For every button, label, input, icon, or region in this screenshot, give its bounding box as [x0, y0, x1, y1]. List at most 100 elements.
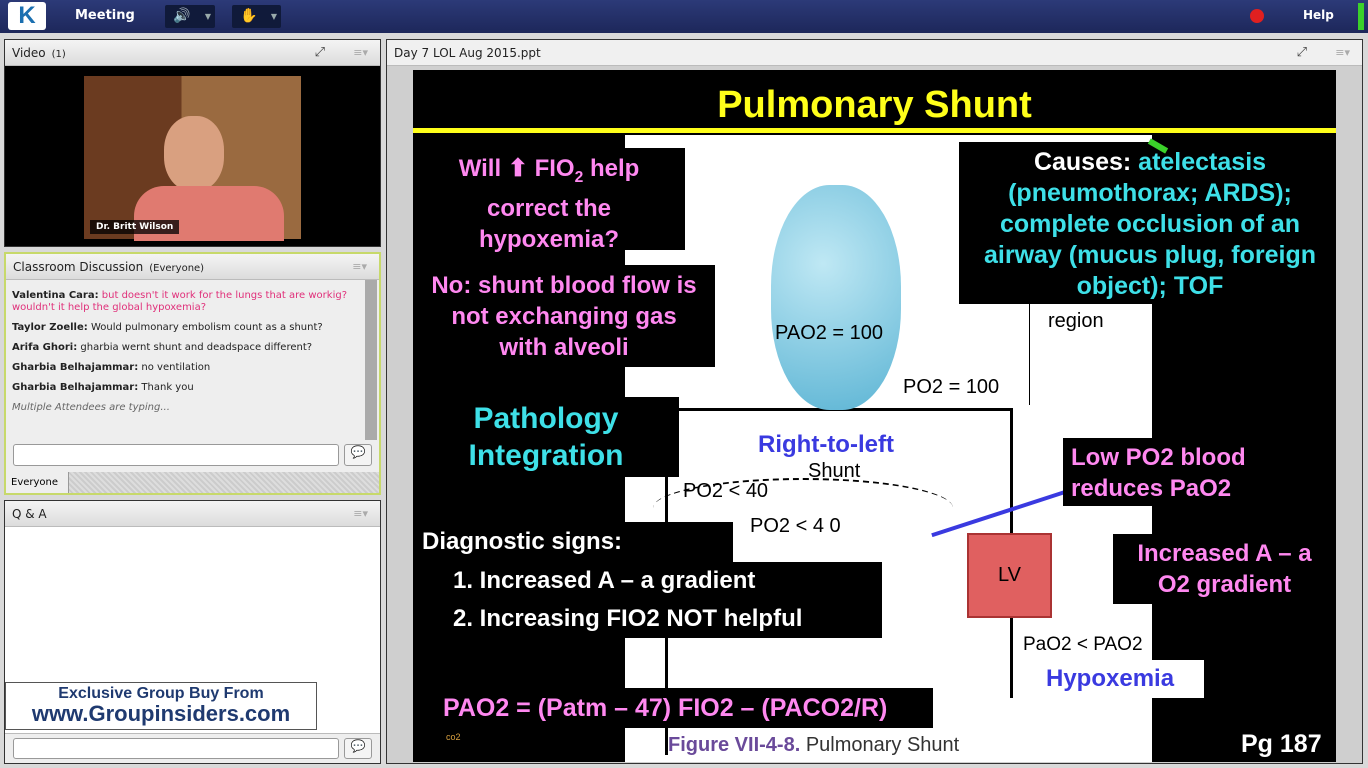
- diag-item: 1. Increased A – a gradient: [453, 567, 756, 594]
- qa-input[interactable]: [13, 738, 339, 759]
- connection-status-icon: [1358, 3, 1364, 30]
- diagnostic-list: 1. Increased A – a gradient 2. Increasing…: [413, 562, 882, 638]
- lv-box: LV: [967, 533, 1052, 618]
- chat-pod-header: Classroom Discussion(Everyone)≡▾: [6, 254, 379, 280]
- figure-number: Figure VII-4-8.: [668, 734, 801, 756]
- alveoli-illustration: [771, 185, 901, 410]
- slide-title: Pulmonary Shunt: [717, 84, 1032, 126]
- document-title: Day 7 LOL Aug 2015.ppt: [394, 46, 541, 60]
- pao2-equation: PAO2 = (Patm – 47) FIO2 – (PACO2/R): [413, 688, 933, 728]
- diagnostic-heading: Diagnostic signs:: [413, 522, 733, 562]
- inc-text: Increased A – a: [1137, 540, 1312, 567]
- tab-everyone[interactable]: Everyone: [6, 472, 69, 493]
- pod-title: Video: [12, 46, 46, 60]
- chat-message: Valentina Cara: but doesn't it work for …: [12, 290, 362, 314]
- speech-bubble-icon: 💬: [350, 445, 366, 459]
- hypoxemia-label: Hypoxemia: [1028, 660, 1204, 698]
- speaker-icon: 🔊: [173, 8, 191, 24]
- presenter-video: Dr. Britt Wilson: [84, 76, 301, 241]
- video-count: (1): [51, 49, 66, 60]
- q-text: Will: [458, 155, 502, 182]
- figure-title: Pulmonary Shunt: [805, 734, 960, 756]
- chat-pod: Classroom Discussion(Everyone)≡▾ Valenti…: [4, 252, 381, 495]
- share-pod-header: Day 7 LOL Aug 2015.ppt ⤢ ≡▾: [387, 40, 1362, 66]
- alveolar-pao2: PAO2 = 100: [775, 322, 884, 344]
- low-text: Low PO2 blood: [1071, 444, 1246, 471]
- causes-text: complete occlusion of an: [999, 210, 1301, 238]
- pi-text: Pathology: [473, 402, 619, 435]
- shunt-arc: [653, 478, 953, 538]
- raise-hand-button[interactable]: ✋▼: [232, 5, 281, 28]
- low-po2-box: Low PO2 blood reduces PaO2: [1063, 438, 1278, 506]
- po2-lt-40-b: PO2 < 4 0: [750, 515, 841, 537]
- region-label: region: [1048, 310, 1104, 332]
- fullscreen-icon[interactable]: ⤢: [1296, 45, 1307, 60]
- causes-text: object); TOF: [1076, 272, 1224, 300]
- chat-scrollbar[interactable]: [365, 280, 377, 440]
- message-text: Would pulmonary embolism count as a shun…: [90, 322, 323, 333]
- video-pod-header: Video (1) ⤢ ≡▾: [5, 40, 380, 66]
- causes-text: atelectasis: [1138, 148, 1267, 176]
- a-text: with alveoli: [499, 334, 629, 361]
- pod-menu-icon[interactable]: ≡▾: [353, 46, 368, 59]
- pod-menu-icon[interactable]: ≡▾: [1335, 46, 1350, 59]
- a-text: not exchanging gas: [451, 303, 677, 330]
- answer-box: No: shunt blood flow is not exchanging ga…: [413, 265, 715, 367]
- top-bar: K Meeting 🔊▼ ✋▼ Help: [0, 0, 1368, 33]
- qa-input-bar: 💬: [5, 733, 380, 763]
- send-button[interactable]: 💬: [344, 444, 372, 466]
- chat-tab-bar: Everyone: [6, 472, 379, 493]
- causes-box: Causes: atelectasis (pneumothorax; ARDS)…: [959, 142, 1336, 304]
- causes-label: Causes:: [1033, 148, 1132, 176]
- up-arrow-icon: ⬆: [507, 155, 528, 182]
- po2-100: PO2 = 100: [903, 376, 1000, 398]
- question-box: Will ⬆ FIO2 help correct the hypoxemia?: [413, 148, 685, 253]
- pod-menu-icon[interactable]: ≡▾: [352, 260, 367, 273]
- slide: Pulmonary Shunt PAO2 = 100 PO2 = 100 reg…: [413, 70, 1336, 762]
- q-text: hypoxemia?: [478, 225, 620, 253]
- sender: Arifa Ghori:: [12, 342, 78, 353]
- typing-indicator: Multiple Attendees are typing...: [12, 402, 170, 413]
- low-text: reduces PaO2: [1071, 475, 1232, 502]
- pod-title: Q & A: [12, 507, 47, 521]
- raise-hand-icon: ✋: [240, 8, 258, 24]
- qa-send-button[interactable]: 💬: [344, 738, 372, 759]
- audio-button[interactable]: 🔊▼: [165, 5, 215, 28]
- meeting-menu[interactable]: Meeting: [75, 8, 135, 23]
- q-text: help: [589, 155, 640, 182]
- a-text: No: shunt blood flow is: [431, 272, 697, 299]
- chevron-down-icon: ▼: [270, 12, 277, 21]
- watermark-line2: www.Groupinsiders.com: [31, 701, 291, 726]
- title-bar: [413, 70, 1336, 128]
- speech-bubble-icon: 💬: [350, 739, 366, 753]
- help-menu[interactable]: Help: [1303, 8, 1334, 22]
- sender: Gharbia Belhajammar:: [12, 362, 139, 373]
- watermark-line1: Exclusive Group Buy From: [58, 685, 264, 702]
- presenter-face: [164, 116, 224, 191]
- video-pod: Video (1) ⤢ ≡▾ Dr. Britt Wilson: [4, 39, 381, 247]
- q-text: correct the: [486, 194, 612, 222]
- sender: Taylor Zoelle:: [12, 322, 88, 333]
- fullscreen-icon[interactable]: ⤢: [314, 45, 325, 60]
- chat-input[interactable]: [13, 444, 339, 466]
- sender: Valentina Cara:: [12, 290, 99, 301]
- pod-menu-icon[interactable]: ≡▾: [353, 507, 368, 520]
- message-text: but doesn't it work for the lungs that a…: [12, 290, 348, 313]
- watermark: Exclusive Group Buy From www.Groupinside…: [5, 682, 317, 730]
- presenter-name: Dr. Britt Wilson: [90, 220, 180, 234]
- message-text: no ventilation: [141, 362, 211, 373]
- title-underline: [413, 128, 1336, 133]
- recording-indicator-icon[interactable]: [1250, 9, 1264, 23]
- message-text: gharbia wernt shunt and deadspace differ…: [80, 342, 313, 353]
- message-text: Thank you: [141, 382, 194, 393]
- chat-scope: (Everyone): [149, 263, 205, 274]
- diag-item: 2. Increasing FIO2 NOT helpful: [453, 605, 803, 632]
- co2-annotation: co2: [446, 732, 461, 742]
- app-logo: K: [8, 2, 46, 30]
- page-number: Pg 187: [1241, 730, 1322, 758]
- causes-text: (pneumothorax; ARDS);: [1008, 179, 1292, 207]
- video-area: Dr. Britt Wilson: [5, 66, 380, 246]
- chat-message: Gharbia Belhajammar: no ventilation: [12, 362, 362, 374]
- shunt-label: Shunt: [808, 460, 861, 482]
